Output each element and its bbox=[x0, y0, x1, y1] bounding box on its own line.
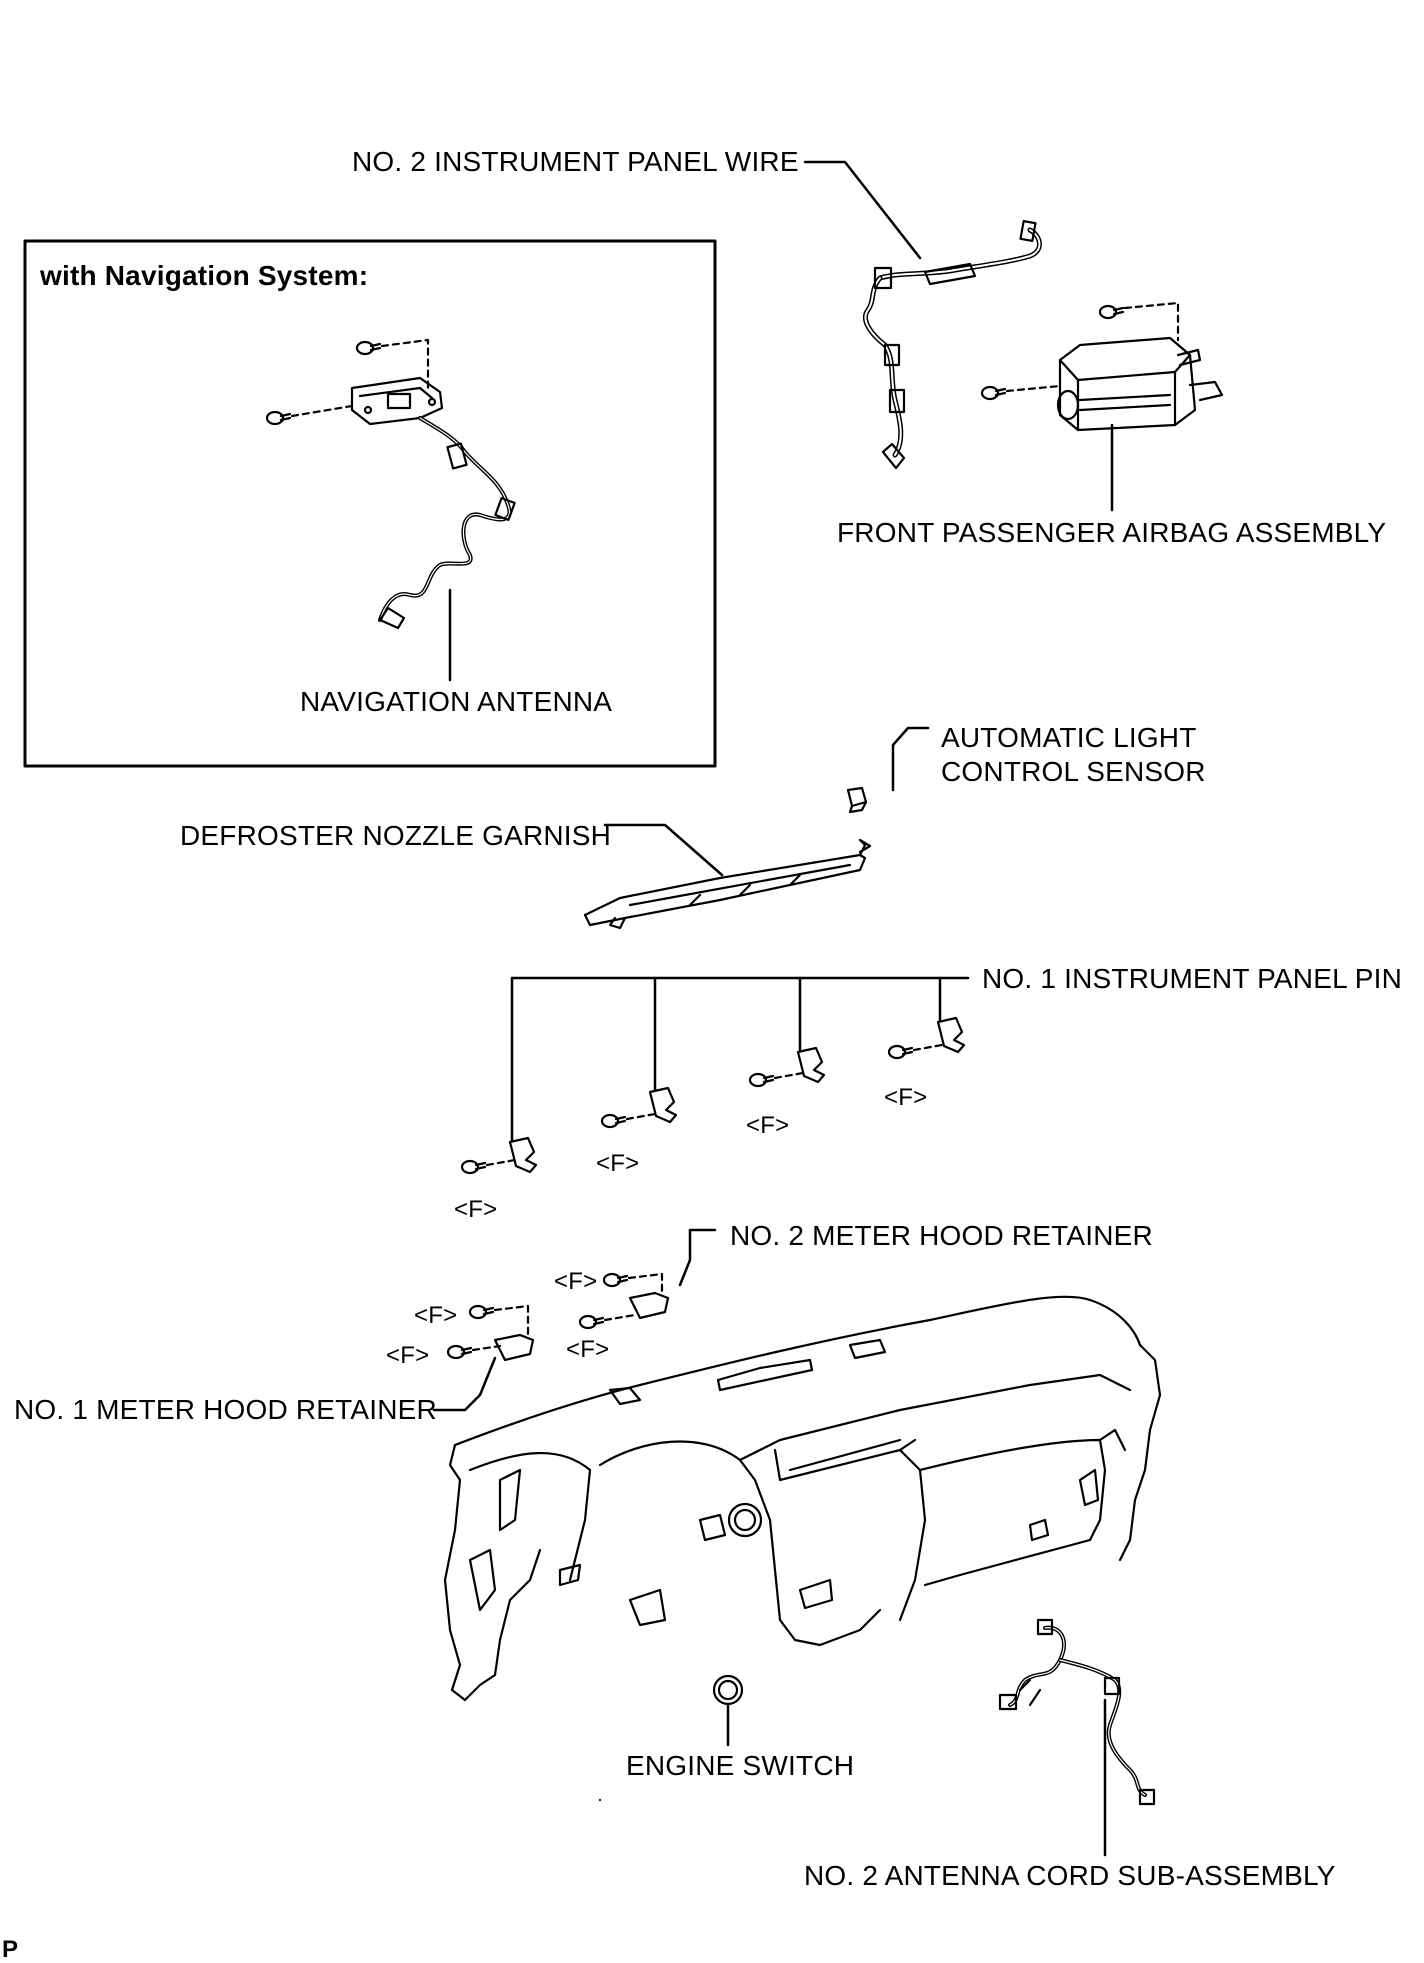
screw-icon bbox=[602, 1272, 629, 1288]
no1-meter-hood-retainer-label: NO. 1 METER HOOD RETAINER bbox=[14, 1394, 437, 1425]
automatic-light-control-sensor-label-line1: AUTOMATIC LIGHT bbox=[941, 722, 1197, 753]
meter-hood-retainers-drawing bbox=[432, 1228, 717, 1412]
screw-icon bbox=[887, 1044, 914, 1060]
automatic-light-control-sensor-drawing bbox=[846, 726, 930, 814]
automatic-light-control-sensor-label-line2: CONTROL SENSOR bbox=[941, 756, 1206, 787]
pin-clip bbox=[508, 1136, 538, 1174]
navigation-antenna-drawing bbox=[265, 338, 516, 682]
defroster-nozzle-garnish-drawing bbox=[583, 823, 872, 930]
fastener-mark: <F> bbox=[884, 1084, 928, 1111]
fastener-mark: <F> bbox=[746, 1112, 790, 1139]
pin-clip bbox=[648, 1086, 678, 1124]
bolt-icon bbox=[980, 385, 1007, 401]
bolt-icon bbox=[355, 340, 382, 356]
fastener-mark: <F> bbox=[414, 1302, 458, 1329]
pin-clip bbox=[936, 1016, 966, 1054]
front-passenger-airbag-drawing bbox=[980, 301, 1224, 512]
defroster-nozzle-garnish-label: DEFROSTER NOZZLE GARNISH bbox=[180, 820, 612, 851]
no2-instrument-panel-wire-label: NO. 2 INSTRUMENT PANEL WIRE bbox=[352, 146, 799, 177]
screw-icon bbox=[748, 1072, 775, 1088]
no2-instrument-panel-wire-drawing bbox=[803, 160, 1042, 470]
engine-switch-drawing bbox=[712, 1674, 744, 1747]
navigation-antenna-label: NAVIGATION ANTENNA bbox=[300, 686, 613, 717]
fastener-mark: <F> bbox=[566, 1336, 610, 1363]
screw-icon bbox=[460, 1159, 487, 1175]
front-passenger-airbag-assembly-label: FRONT PASSENGER AIRBAG ASSEMBLY bbox=[837, 517, 1387, 548]
engine-switch-label: ENGINE SWITCH bbox=[626, 1750, 855, 1781]
bolt-icon bbox=[1098, 304, 1125, 320]
fastener-mark: <F> bbox=[596, 1150, 640, 1177]
bolt-icon bbox=[265, 410, 292, 426]
no1-instrument-panel-pin-label: NO. 1 INSTRUMENT PANEL PIN bbox=[982, 963, 1403, 994]
pin-clip bbox=[796, 1046, 826, 1084]
no2-antenna-cord-drawing bbox=[998, 1618, 1156, 1857]
inset-title: with Navigation System: bbox=[40, 260, 369, 291]
instrument-panel-drawing bbox=[443, 1295, 1162, 1802]
screw-icon bbox=[446, 1344, 473, 1360]
fastener-mark: <F> bbox=[386, 1342, 430, 1369]
screw-icon bbox=[600, 1113, 627, 1129]
screw-icon bbox=[578, 1314, 605, 1330]
no2-antenna-cord-sub-assembly-label: NO. 2 ANTENNA CORD SUB-ASSEMBLY bbox=[804, 1860, 1336, 1891]
screw-icon bbox=[468, 1304, 495, 1320]
fastener-mark: <F> bbox=[454, 1196, 498, 1223]
figure-code: P bbox=[2, 1936, 19, 1963]
no1-instrument-panel-pin-drawing bbox=[460, 976, 970, 1175]
inset-frame bbox=[23, 239, 717, 768]
no2-meter-hood-retainer-label: NO. 2 METER HOOD RETAINER bbox=[730, 1220, 1153, 1251]
fastener-mark: <F> bbox=[554, 1268, 598, 1295]
